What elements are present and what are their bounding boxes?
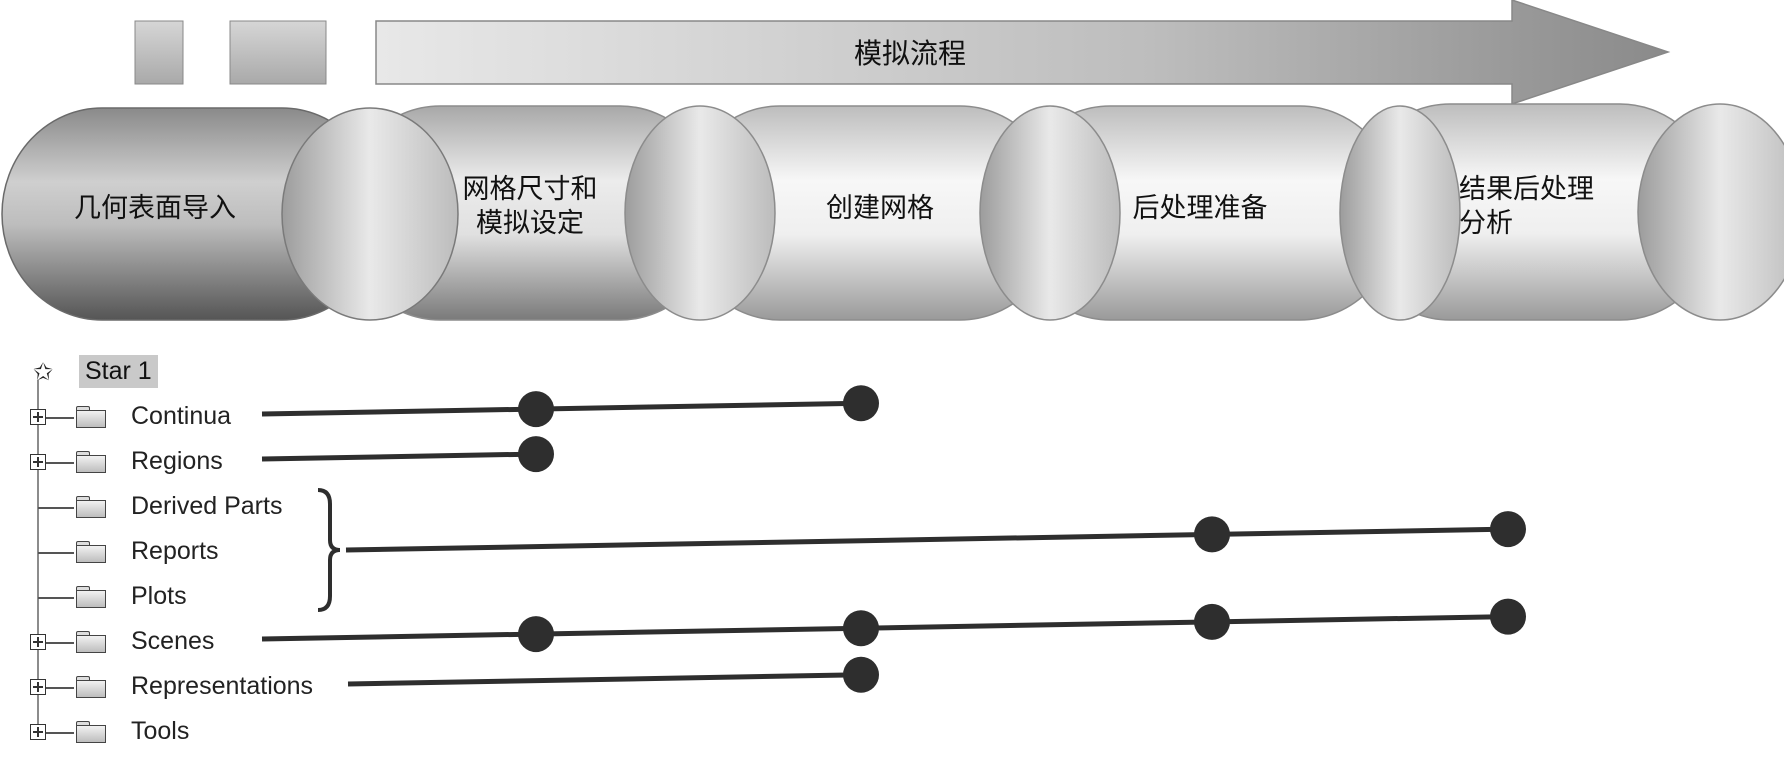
tree-item-label: Scenes (131, 627, 215, 655)
tree-item-label: Regions (131, 447, 223, 475)
stage-label-3: 创建网格 (826, 193, 934, 224)
tree-root[interactable]: ✩ Star 1 (0, 352, 400, 392)
tree-item-continua[interactable]: Continua (0, 397, 360, 437)
connector-line (261, 614, 1509, 642)
tree-item-plots[interactable]: Plots (0, 577, 360, 617)
expand-icon[interactable] (30, 634, 46, 650)
stage-mapping-connectors (261, 385, 1526, 693)
folder-icon (76, 676, 106, 698)
stage-label-5: 结果后处理 分析 (1459, 174, 1594, 239)
stage-marker-2 (518, 436, 554, 473)
folder-icon (76, 496, 106, 518)
stage-marker-3 (843, 610, 879, 647)
connector-line (345, 526, 1509, 553)
folder-icon (76, 541, 106, 563)
tree-item-label: Representations (131, 672, 314, 700)
folder-icon (76, 721, 106, 743)
cylinder-stage-1 (1, 107, 459, 321)
star-icon: ✩ (33, 358, 54, 386)
connector-line (347, 672, 862, 687)
stage-marker-2 (518, 616, 554, 653)
stage-marker-4 (1194, 516, 1230, 553)
connector-line (261, 400, 862, 417)
tree-item-tools[interactable]: Tools (0, 712, 360, 752)
group-brace (317, 488, 341, 612)
tree-item-label: Tools (131, 717, 190, 745)
stage-marker-2 (518, 391, 554, 428)
workflow-graphic (1, 0, 1784, 321)
expand-icon[interactable] (30, 724, 46, 740)
expand-icon[interactable] (30, 454, 46, 470)
stage-label-1: 几何表面导入 (74, 193, 236, 224)
tree-item-label: Continua (131, 402, 232, 430)
cylinder-stage-3 (679, 105, 1121, 321)
flow-arrow-label: 模拟流程 (853, 37, 966, 70)
expand-icon[interactable] (30, 409, 46, 425)
expand-icon[interactable] (30, 679, 46, 695)
folder-icon (76, 406, 106, 428)
stage-marker-4 (1194, 603, 1230, 640)
tree-item-label: Derived Parts (131, 492, 283, 520)
stage-marker-3 (843, 385, 879, 422)
connector-line (261, 451, 537, 462)
stage-label-4: 后处理准备 (1132, 193, 1268, 224)
tree-item-label: Plots (131, 582, 187, 610)
tree-root-label: Star 1 (79, 355, 158, 388)
stage-marker-3 (843, 656, 879, 693)
simulation-workflow-diagram: 模拟流程 几何表面导入 网格尺寸和 模拟设定 创建网格 后处理准备 结果后处理 … (0, 0, 1784, 745)
folder-icon (76, 451, 106, 473)
tree-item-representations[interactable]: Representations (0, 667, 360, 707)
tree-item-regions[interactable]: Regions (0, 442, 360, 482)
flow-arrow (375, 0, 1671, 106)
tree-item-derived-parts[interactable]: Derived Parts (0, 487, 360, 527)
folder-icon (76, 586, 106, 608)
stage-label-2: 网格尺寸和 模拟设定 (462, 174, 598, 239)
stage-marker-5 (1490, 598, 1526, 635)
tree-item-reports[interactable]: Reports (0, 532, 360, 572)
stage-marker-5 (1490, 511, 1526, 548)
tree-item-scenes[interactable]: Scenes (0, 622, 360, 662)
progress-square-2 (229, 20, 327, 85)
progress-square-1 (134, 20, 184, 85)
folder-icon (76, 631, 106, 653)
tree-item-label: Reports (131, 537, 219, 565)
